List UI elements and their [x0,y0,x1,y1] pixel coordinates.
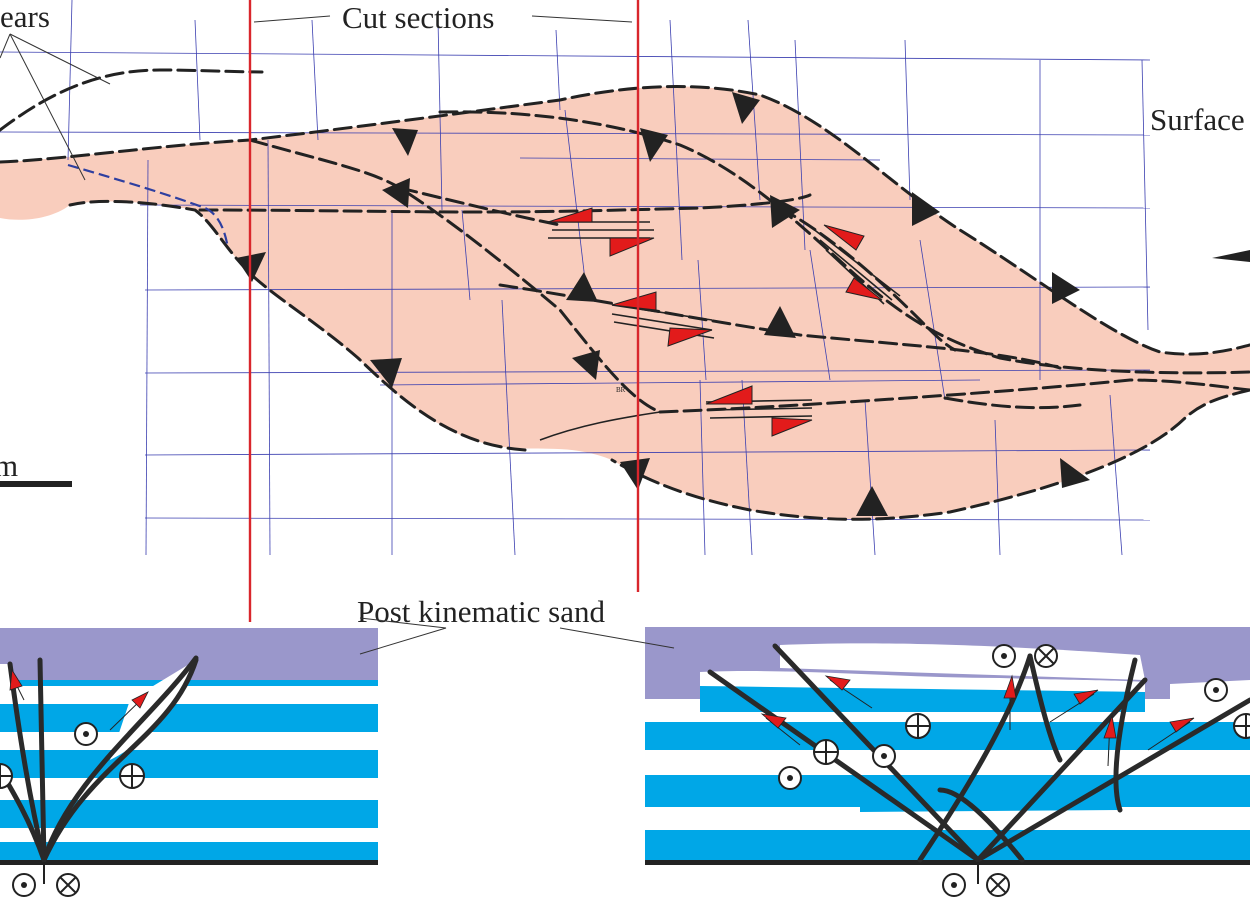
strike-slip-markers [547,207,901,437]
plus-in-circle-icon [0,763,13,789]
out-of-page-icon [872,744,896,768]
shears-leaders [0,33,111,181]
out-of-page-icon [1204,678,1228,702]
shear-pair [547,207,655,257]
thrust-tick [1212,250,1250,262]
thrust-tick [856,486,888,516]
map-grid [0,0,1151,556]
blue-dashed-trace [67,163,230,249]
tiny-mark-label: BR [616,386,626,394]
shears-label: ears [0,0,50,34]
sand-leader-right [559,627,675,649]
cut-sections-leader-right [531,15,633,23]
into-page-icon [56,873,80,897]
thrust-tick [620,458,650,490]
cut-sections-label: Cut sections [342,0,494,35]
thrust-tick [392,128,418,156]
thrust-tick [1060,458,1090,488]
cross-section-left [0,628,378,884]
thrust-tick [640,128,668,162]
thrust-tick [732,92,760,124]
sand-leader-left [359,617,447,655]
cross-section-right [645,627,1250,884]
thrust-tick [912,192,940,226]
kinematic-symbols [0,644,1250,897]
thrust-tick [382,178,410,208]
thrust-tick [566,272,598,302]
plus-in-circle-icon [905,713,931,739]
post-kinematic-sand-label: Post kinematic sand [357,594,605,629]
out-of-page-icon [74,722,98,746]
plus-in-circle-icon [813,739,839,765]
plus-in-circle-icon [1233,713,1250,739]
into-page-icon [986,873,1010,897]
surface-label: Surface [1150,102,1245,137]
thrust-tick [770,195,800,228]
out-of-page-icon [942,873,966,897]
thrust-tick [764,306,796,338]
cut-sections-leader-left [253,15,331,23]
shear-pair [611,291,715,347]
into-page-icon [1034,644,1058,668]
out-of-page-icon [992,644,1016,668]
shear-pair [811,224,901,305]
out-of-page-icon [778,766,802,790]
solid-fault-trace [539,411,661,441]
thrust-tick [572,350,600,380]
out-of-page-icon [12,873,36,897]
scale-unit-label: m [0,448,18,483]
thrust-tick [1052,272,1080,304]
slip-arrows [9,668,1195,767]
thrust-tick [370,358,402,388]
plus-in-circle-icon [119,763,145,789]
thrust-ticks [236,92,1250,516]
scale-bar [0,481,72,487]
shear-pair [705,385,813,437]
